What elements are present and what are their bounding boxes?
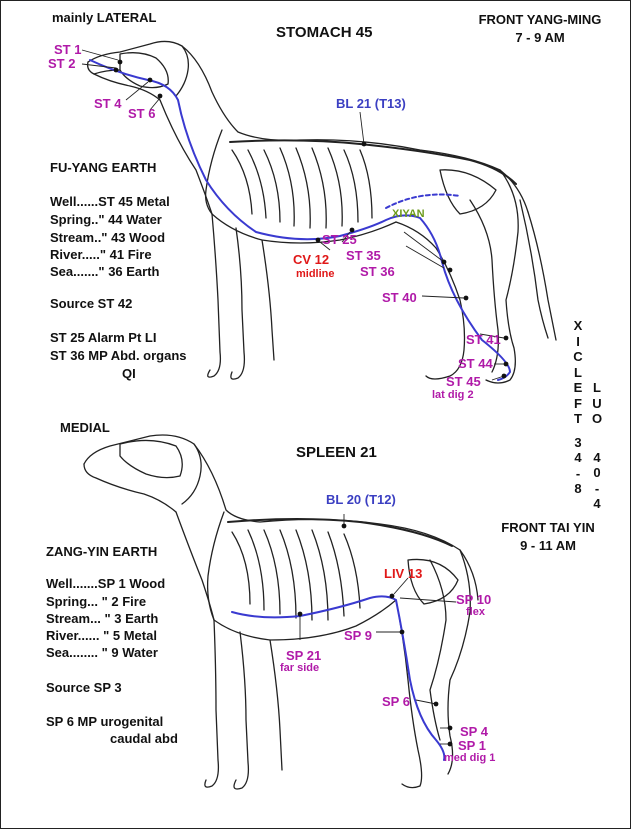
label-cv12-sub: midline xyxy=(296,268,335,280)
xicleft-column: X I C L E F T 3 4 - 8 xyxy=(573,318,583,496)
label-st6: ST 6 xyxy=(128,106,156,121)
leader-lines xyxy=(81,49,506,745)
label-st36: ST 36 xyxy=(360,264,395,279)
label-st45-sub: lat dig 2 xyxy=(432,389,474,401)
spleen-point-row: Stream... " 3 Earth xyxy=(46,611,159,626)
label-st45: ST 45 xyxy=(446,374,481,389)
label-sp1: SP 1 xyxy=(458,738,486,753)
stomach-point-row: River....." 41 Fire xyxy=(50,247,152,262)
spleen-point-row: Spring... " 2 Fire xyxy=(46,594,147,609)
spleen-note: caudal abd xyxy=(110,731,178,746)
label-bl21: BL 21 (T13) xyxy=(336,96,406,111)
label-sp6: SP 6 xyxy=(382,694,410,709)
stomach-channel-time: 7 - 9 AM xyxy=(515,30,565,45)
label-st40: ST 40 xyxy=(382,290,417,305)
label-sp10: SP 10 xyxy=(456,592,492,607)
label-st41: ST 41 xyxy=(466,332,501,347)
spleen-channel-name: FRONT TAI YIN xyxy=(501,520,595,535)
stomach-title: STOMACH 45 xyxy=(276,24,373,41)
spleen-point-row: Well.......SP 1 Wood xyxy=(46,576,166,591)
label-sp21: SP 21 xyxy=(286,648,322,663)
spleen-channel-time: 9 - 11 AM xyxy=(520,538,576,553)
stomach-note: ST 36 MP Abd. organs xyxy=(50,348,187,363)
spleen-point-row: River...... " 5 Metal xyxy=(46,628,157,643)
label-bl20: BL 20 (T12) xyxy=(326,492,396,507)
dog-lateral-outline xyxy=(86,40,557,384)
label-sp4: SP 4 xyxy=(460,724,488,739)
label-liv13: LIV 13 xyxy=(384,566,423,581)
stomach-note: ST 25 Alarm Pt LI xyxy=(50,330,157,345)
stomach-point-row: Stream.." 43 Wood xyxy=(50,230,166,245)
spleen-source: Source SP 3 xyxy=(46,680,122,695)
label-st4: ST 4 xyxy=(94,96,122,111)
label-st1: ST 1 xyxy=(54,42,82,57)
label-st44: ST 44 xyxy=(458,356,493,371)
spleen-element: ZANG-YIN EARTH xyxy=(46,544,158,559)
label-st25: ST 25 xyxy=(322,232,357,247)
luo-column: L U O 4 0 - 4 xyxy=(591,380,603,511)
label-sp21-sub: far side xyxy=(280,662,320,674)
label-sp10-sub: flex xyxy=(466,606,485,618)
label-sp1-sub: med dig 1 xyxy=(444,752,496,764)
spleen-meridian-line xyxy=(231,595,446,761)
stomach-point-row: Spring.." 44 Water xyxy=(50,212,162,227)
stomach-note: QI xyxy=(122,366,136,381)
stomach-element: FU-YANG EARTH xyxy=(50,160,157,175)
label-cv12: CV 12 xyxy=(293,252,330,267)
stomach-point-row: Well......ST 45 Metal xyxy=(50,194,170,209)
spleen-title: SPLEEN 21 xyxy=(296,444,377,461)
stomach-point-row: Sea......." 36 Earth xyxy=(50,264,160,279)
label-st35: ST 35 xyxy=(346,248,381,263)
label-sp9: SP 9 xyxy=(344,628,372,643)
spleen-note: SP 6 MP urogenital xyxy=(46,714,164,729)
stomach-source: Source ST 42 xyxy=(50,296,133,311)
stomach-meridian-line xyxy=(89,59,512,381)
stomach-channel-name: FRONT YANG-MING xyxy=(478,12,602,27)
dog-medial-outline xyxy=(83,434,479,790)
acupoint-markers xyxy=(113,59,509,747)
spleen-view-label: MEDIAL xyxy=(60,420,110,435)
stomach-view-label: mainly LATERAL xyxy=(52,10,157,25)
label-xiyan: XIYAN xyxy=(392,208,425,220)
label-st2: ST 2 xyxy=(48,56,76,71)
spleen-point-row: Sea........ " 9 Water xyxy=(46,645,158,660)
